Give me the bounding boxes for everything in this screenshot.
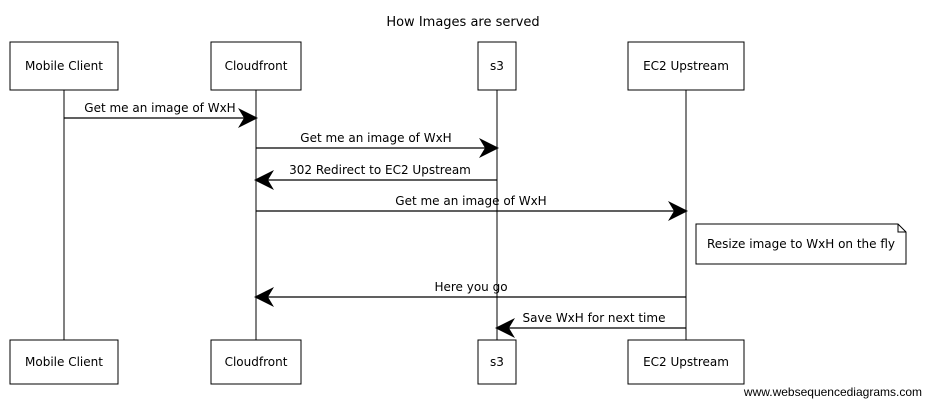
message-5: Here you go — [254, 280, 686, 307]
messages: Get me an image of WxH Get me an image o… — [64, 101, 688, 338]
message-label-4: Get me an image of WxH — [395, 194, 546, 208]
participant-label-mobile-bottom: Mobile Client — [25, 355, 103, 369]
participant-label-ec2: EC2 Upstream — [643, 59, 729, 73]
lifelines — [63, 90, 687, 340]
participant-box-ec2-bottom: EC2 Upstream — [627, 339, 745, 385]
message-2: Get me an image of WxH — [256, 131, 499, 158]
message-1: Get me an image of WxH — [64, 101, 258, 128]
message-6: Save WxH for next time — [495, 311, 686, 338]
message-3: 302 Redirect to EC2 Upstream — [254, 163, 497, 190]
participant-box-s3: s3 — [477, 41, 517, 91]
participant-box-mobile-bottom: Mobile Client — [9, 339, 119, 385]
message-label-6: Save WxH for next time — [523, 311, 666, 325]
message-label-3: 302 Redirect to EC2 Upstream — [289, 163, 471, 177]
watermark: www.websequencediagrams.com — [743, 385, 922, 399]
message-label-1: Get me an image of WxH — [84, 101, 235, 115]
participant-box-mobile: Mobile Client — [9, 41, 119, 91]
note-text: Resize image to WxH on the fly — [707, 237, 895, 251]
note-box: Resize image to WxH on the fly — [695, 223, 907, 265]
participant-box-ec2: EC2 Upstream — [627, 41, 745, 91]
participant-box-cloudfront-bottom: Cloudfront — [210, 339, 302, 385]
participant-label-s3-bottom: s3 — [490, 355, 504, 369]
diagram-title: How Images are served — [386, 15, 539, 30]
message-label-5: Here you go — [434, 280, 507, 294]
participant-label-cloudfront-bottom: Cloudfront — [225, 355, 288, 369]
participant-label-ec2-bottom: EC2 Upstream — [643, 355, 729, 369]
participant-box-cloudfront: Cloudfront — [210, 41, 302, 91]
participant-label-cloudfront: Cloudfront — [225, 59, 288, 73]
participants-bottom: Mobile Client Cloudfront s3 EC2 Upstream — [9, 339, 745, 385]
participant-label-s3: s3 — [490, 59, 504, 73]
message-label-2: Get me an image of WxH — [300, 131, 451, 145]
participants-top: Mobile Client Cloudfront s3 EC2 Upstream — [9, 41, 745, 91]
participant-box-s3-bottom: s3 — [477, 339, 517, 385]
message-4: Get me an image of WxH — [256, 194, 688, 221]
participant-label-mobile: Mobile Client — [25, 59, 103, 73]
